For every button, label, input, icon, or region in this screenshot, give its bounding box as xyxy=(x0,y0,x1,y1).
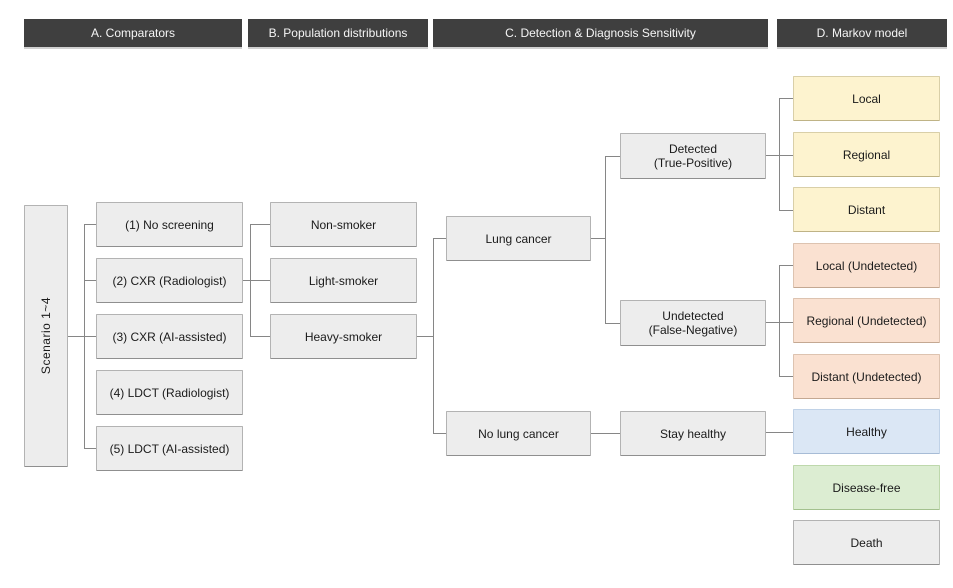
connector-stub-no-screening xyxy=(84,224,96,225)
connector-stub-cxr-radiologist xyxy=(84,280,96,281)
header-markov-model: D. Markov model xyxy=(777,19,947,47)
stay-healthy-box: Stay healthy xyxy=(620,411,766,456)
connector-stub-local xyxy=(779,98,793,99)
markov-state-regional-undetected: Regional (Undetected) xyxy=(793,298,940,343)
connector-stay-healthy-to-healthy xyxy=(766,432,793,433)
connector-lung-cancer-main xyxy=(591,238,605,239)
comparator-box-cxr-radiologist: (2) CXR (Radiologist) xyxy=(96,258,243,303)
markov-state-local: Local xyxy=(793,76,940,121)
connector-comparators-spine xyxy=(84,224,85,448)
scenario-label: Scenario 1~4 xyxy=(39,297,53,375)
undetected-false-negative-box: Undetected (False-Negative) xyxy=(620,300,766,346)
connector-stub-heavy-smoker xyxy=(250,336,270,337)
connector-stub-lung-cancer xyxy=(433,238,446,239)
connector-stub-local-undetected xyxy=(779,265,793,266)
markov-state-healthy: Healthy xyxy=(793,409,940,454)
header-population-distributions: B. Population distributions xyxy=(248,19,428,47)
markov-state-disease-free: Disease-free xyxy=(793,465,940,510)
connector-stub-regional-undetected xyxy=(779,322,793,323)
detected-true-positive-box: Detected (True-Positive) xyxy=(620,133,766,179)
connector-stub-no-lung-cancer xyxy=(433,433,446,434)
connector-undetected-main xyxy=(766,322,779,323)
connector-cancer-status-spine xyxy=(433,238,434,434)
connector-population-spine xyxy=(250,224,251,337)
connector-stub-distant-undetected xyxy=(779,376,793,377)
markov-state-death: Death xyxy=(793,520,940,565)
connector-stub-detected xyxy=(605,156,620,157)
population-box-non-smoker: Non-smoker xyxy=(270,202,417,247)
markov-state-distant: Distant xyxy=(793,187,940,232)
connector-stub-ldct-ai-assisted xyxy=(84,448,96,449)
connector-undetected-states-spine xyxy=(779,265,780,377)
markov-state-distant-undetected: Distant (Undetected) xyxy=(793,354,940,399)
scenario-box: Scenario 1~4 xyxy=(24,205,68,467)
comparator-box-no-screening: (1) No screening xyxy=(96,202,243,247)
header-detection-diagnosis-sensitivity: C. Detection & Diagnosis Sensitivity xyxy=(433,19,768,47)
connector-stub-undetected xyxy=(605,323,620,324)
header-comparators: A. Comparators xyxy=(24,19,242,47)
connector-stub-non-smoker xyxy=(250,224,270,225)
no-lung-cancer-box: No lung cancer xyxy=(446,411,591,456)
connector-stub-distant xyxy=(779,210,793,211)
comparator-box-ldct-radiologist: (4) LDCT (Radiologist) xyxy=(96,370,243,415)
connector-population-to-detection xyxy=(417,336,433,337)
connector-stub-regional xyxy=(779,155,793,156)
connector-scenario-main xyxy=(68,336,96,337)
comparator-box-ldct-ai-assisted: (5) LDCT (AI-assisted) xyxy=(96,426,243,471)
comparator-box-cxr-ai-assisted: (3) CXR (AI-assisted) xyxy=(96,314,243,359)
connector-detection-spine xyxy=(605,156,606,323)
connector-detected-main xyxy=(766,155,779,156)
connector-no-lung-cancer-to-stay-healthy xyxy=(591,433,620,434)
connector-detected-states-spine xyxy=(779,98,780,211)
population-box-light-smoker: Light-smoker xyxy=(270,258,417,303)
markov-state-local-undetected: Local (Undetected) xyxy=(793,243,940,288)
lung-cancer-box: Lung cancer xyxy=(446,216,591,261)
connector-comparators-to-population xyxy=(243,280,270,281)
markov-state-regional: Regional xyxy=(793,132,940,177)
population-box-heavy-smoker: Heavy-smoker xyxy=(270,314,417,359)
